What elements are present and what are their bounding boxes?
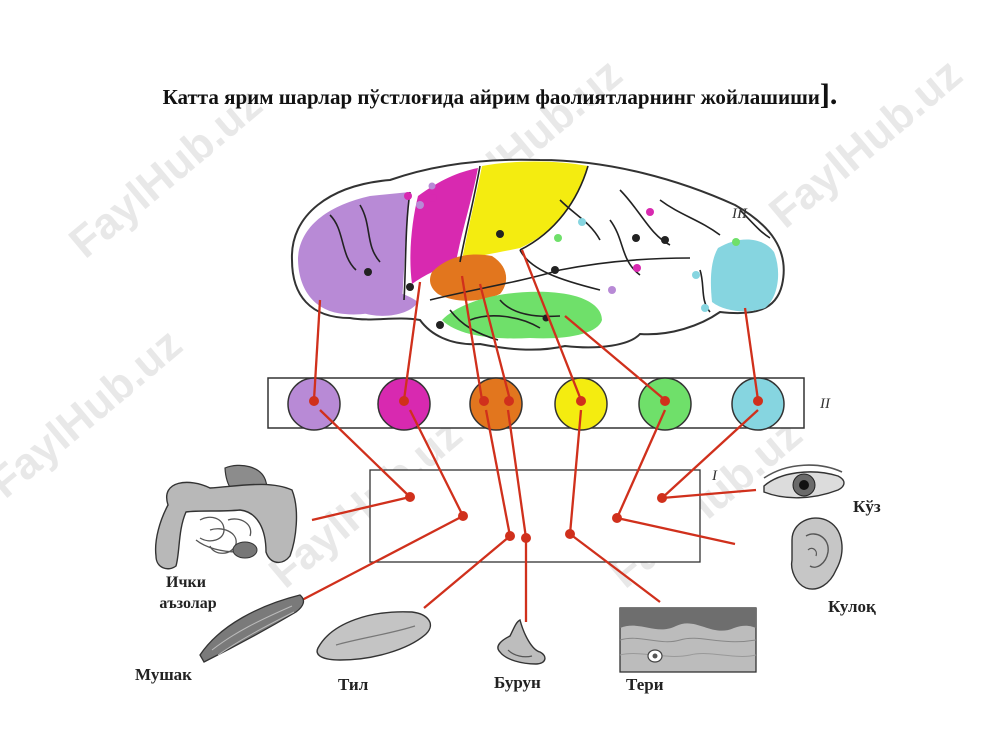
label-muscle: Мушак: [135, 665, 192, 684]
receptor-box: [369, 469, 701, 563]
green-region: [442, 291, 602, 339]
label-skin: Тери: [626, 675, 664, 694]
muscle-icon: [199, 594, 305, 663]
orange-region: [430, 254, 507, 301]
magenta-region: [410, 168, 478, 284]
tongue-icon: [316, 611, 431, 661]
label-intestines-line1: Ички: [166, 574, 206, 591]
label-intestines-line2: аъзолар: [159, 595, 216, 612]
label-nose: Бурун: [494, 673, 541, 692]
label-intestines: Ички аъзолар: [159, 574, 216, 612]
intestines-icon: [154, 464, 298, 570]
skin-icon: [619, 607, 757, 673]
diagram-title: Катта ярим шарлар пўстлоғида айрим фаоли…: [0, 78, 1000, 112]
label-ear: Кулоқ: [828, 597, 876, 616]
purple-region: [298, 192, 410, 315]
cyan-region: [710, 239, 779, 312]
brain-illustration: [290, 158, 785, 351]
label-eye: Кўз: [853, 497, 881, 516]
level-label-bottom: I: [711, 468, 718, 484]
label-tongue: Тил: [338, 675, 369, 694]
ear-icon: [790, 517, 843, 590]
relay-nucleus-orange: [469, 377, 523, 431]
intermediate-box: [267, 377, 805, 429]
cortex-dots: [364, 182, 740, 329]
level-label-top: III: [731, 206, 748, 222]
neural-pathways: [301, 249, 760, 622]
level-label-middle: II: [819, 396, 831, 412]
title-text: Катта ярим шарлар пўстлоғида айрим фаоли…: [162, 85, 820, 109]
title-bracket: ].: [819, 78, 838, 111]
synapse-dots: [309, 396, 763, 543]
yellow-region: [462, 161, 588, 260]
eye-icon: [763, 464, 845, 499]
nose-icon: [497, 618, 546, 665]
